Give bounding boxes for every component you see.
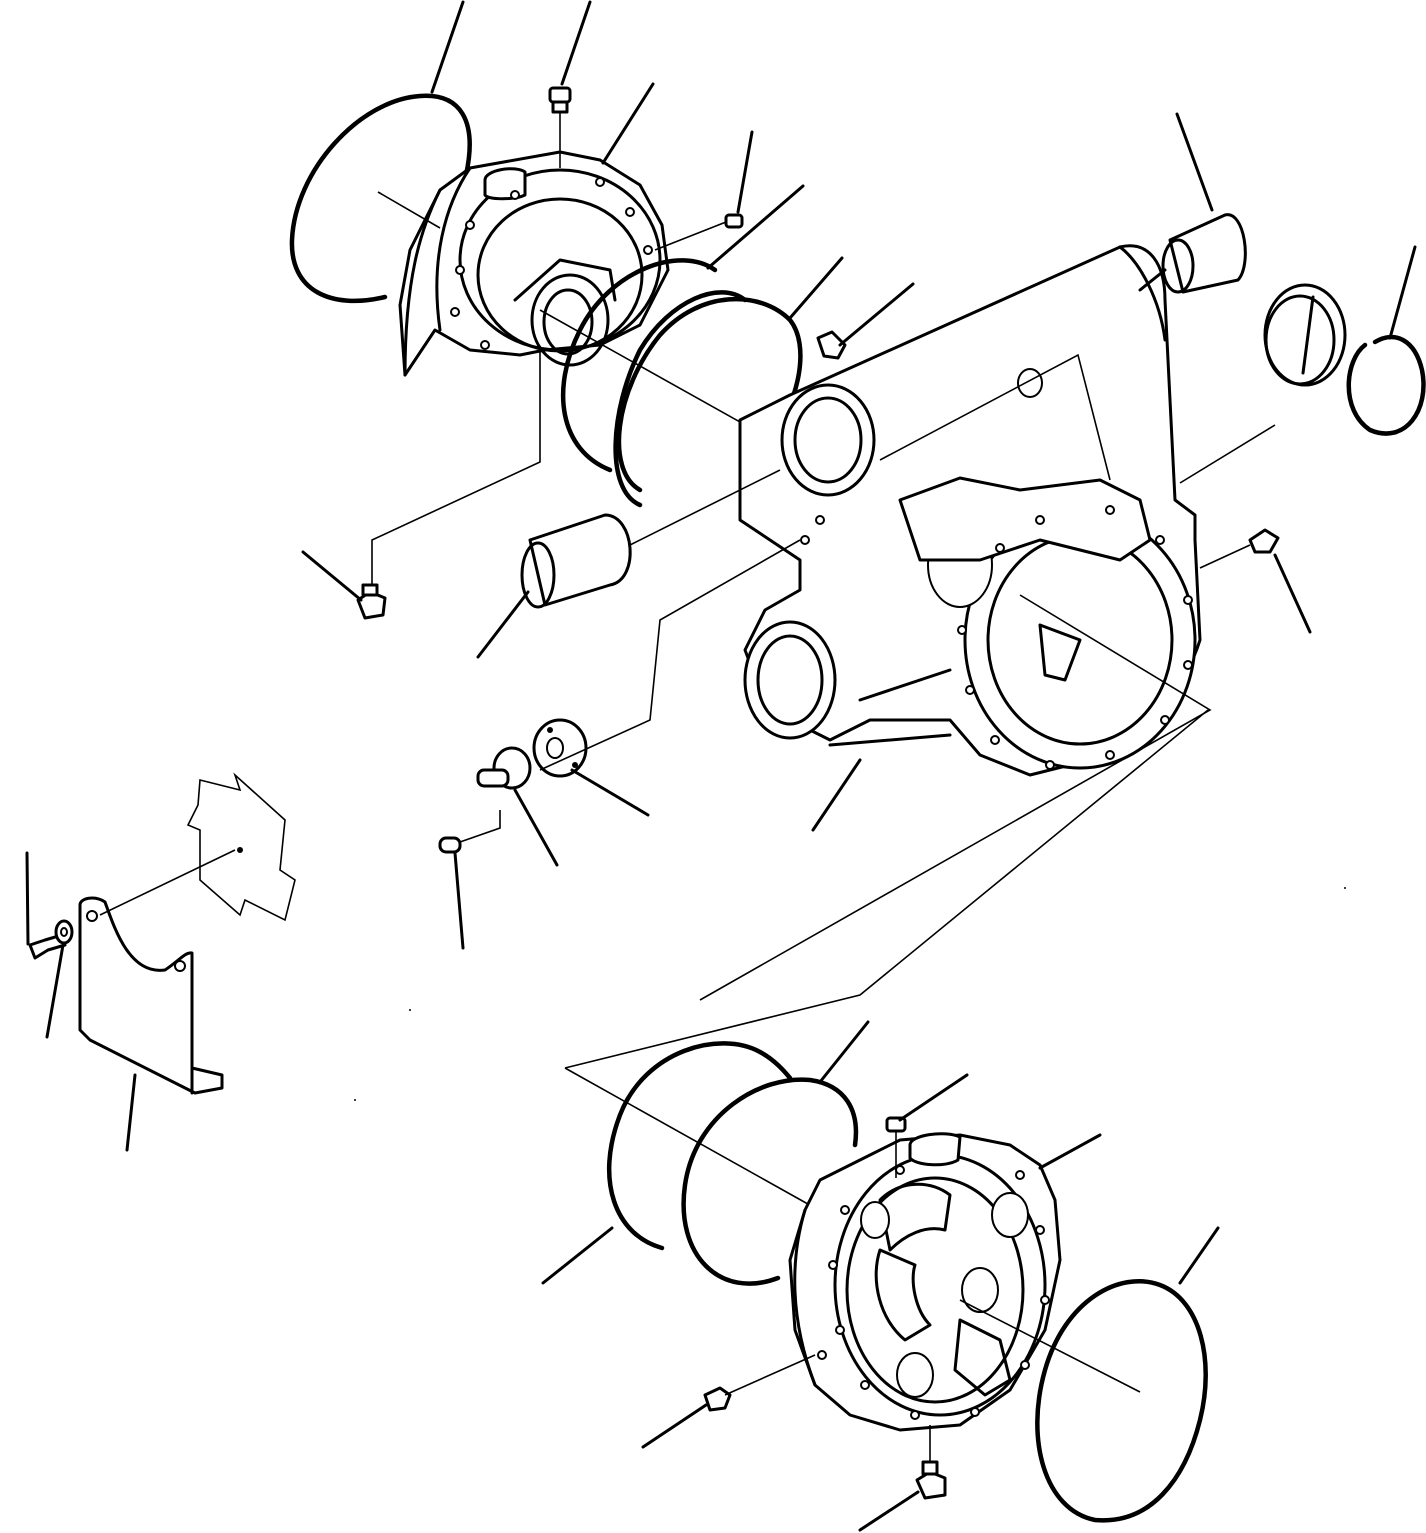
washer-pin-assembly bbox=[438, 539, 801, 950]
carrier-housing bbox=[398, 150, 670, 377]
leader-line bbox=[430, 0, 465, 94]
bolt-upper-left bbox=[301, 350, 541, 620]
bushing-left bbox=[476, 469, 781, 659]
breather-plug-lower bbox=[885, 1073, 969, 1178]
large-o-ring-upper bbox=[289, 93, 472, 304]
leader-line bbox=[601, 82, 655, 165]
upper-carrier-assembly bbox=[289, 0, 754, 377]
small-plug-lower bbox=[641, 1354, 816, 1449]
seal-cap bbox=[1179, 283, 1347, 484]
breather-plug-top bbox=[548, 0, 592, 168]
mounting-bracket bbox=[25, 772, 296, 1152]
o-ring-lower-a bbox=[606, 1041, 793, 1251]
grease-fitting bbox=[816, 282, 915, 360]
bolt-right bbox=[1199, 528, 1312, 634]
chassis-reference bbox=[186, 772, 296, 922]
small-plug bbox=[654, 130, 754, 251]
bushing-top-right bbox=[1161, 112, 1247, 294]
bolt-bottom bbox=[858, 1425, 947, 1532]
o-ring-lower-b bbox=[681, 1077, 859, 1286]
o-ring-b bbox=[616, 296, 803, 493]
snap-ring bbox=[1346, 245, 1426, 436]
axle-housing bbox=[699, 244, 1212, 1001]
large-o-ring-lower bbox=[1035, 1279, 1208, 1523]
o-ring-a bbox=[560, 258, 718, 473]
lower-carrier-assembly bbox=[541, 709, 1220, 1532]
oil-plug-boss-lower bbox=[908, 1132, 962, 1167]
seal-rings-upper bbox=[539, 184, 844, 508]
